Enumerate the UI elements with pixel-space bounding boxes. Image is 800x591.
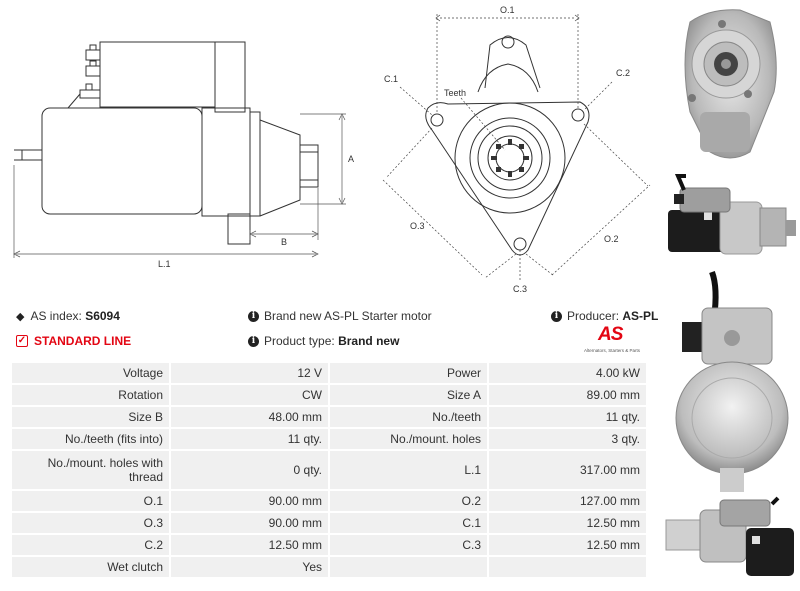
- spec-value: 11 qty.: [171, 429, 328, 449]
- info-icon: i: [551, 310, 562, 322]
- spec-value: 11 qty.: [489, 407, 646, 427]
- spec-label: C.3: [330, 535, 487, 555]
- as-index: ◆ AS index: S6094: [16, 309, 120, 323]
- spec-value: 127.00 mm: [489, 491, 646, 511]
- description: i Brand new AS-PL Starter motor: [248, 309, 432, 323]
- spec-label: No./teeth (fits into): [12, 429, 169, 449]
- label-o2: O.2: [604, 234, 619, 244]
- label-c3: C.3: [513, 284, 527, 294]
- spec-label: Voltage: [12, 363, 169, 383]
- producer-value: AS-PL: [622, 309, 659, 323]
- label-c2: C.2: [616, 68, 630, 78]
- spec-label: O.2: [330, 491, 487, 511]
- spec-label: C.2: [12, 535, 169, 555]
- spec-value: 4.00 kW: [489, 363, 646, 383]
- spec-label: Wet clutch: [12, 557, 169, 577]
- as-pl-logo: AS Alternators, Starters & Parts: [584, 324, 650, 356]
- tag-icon: ◆: [16, 310, 25, 323]
- product-photo-rear: [672, 268, 798, 500]
- info-icon: i: [248, 310, 259, 322]
- as-index-label: AS index:: [30, 309, 82, 323]
- spec-value: 90.00 mm: [171, 491, 328, 511]
- spec-label: L.1: [330, 451, 487, 489]
- logo-tagline: Alternators, Starters & Parts: [584, 348, 641, 353]
- standard-line: ✓ STANDARD LINE: [16, 334, 131, 348]
- product-photo-front: [670, 2, 796, 167]
- spec-value: [489, 557, 646, 577]
- spec-label: O.3: [12, 513, 169, 533]
- product-photo-side: [660, 172, 800, 262]
- producer: i Producer: AS-PL: [551, 309, 658, 323]
- checkbox-checked-icon: ✓: [16, 335, 28, 347]
- product-type: i Product type: Brand new: [248, 334, 399, 348]
- label-o3: O.3: [410, 221, 425, 231]
- standard-line-label: STANDARD LINE: [34, 334, 132, 348]
- label-a: A: [348, 154, 354, 164]
- label-l1: L.1: [158, 259, 171, 269]
- spec-value: CW: [171, 385, 328, 405]
- spec-label: No./mount. holes: [330, 429, 487, 449]
- spec-value: 90.00 mm: [171, 513, 328, 533]
- description-text: Brand new AS-PL Starter motor: [264, 309, 432, 323]
- spec-value: 0 qty.: [171, 451, 328, 489]
- label-o1: O.1: [500, 5, 515, 15]
- producer-label: Producer:: [567, 309, 620, 323]
- spec-value: 89.00 mm: [489, 385, 646, 405]
- spec-label: O.1: [12, 491, 169, 511]
- spec-value: 3 qty.: [489, 429, 646, 449]
- label-b: B: [281, 237, 287, 247]
- product-type-value: Brand new: [338, 334, 400, 348]
- spec-label: No./mount. holes with thread: [12, 451, 169, 489]
- product-type-label: Product type:: [264, 334, 335, 348]
- side-view-drawing: A B L.1: [13, 41, 354, 269]
- spec-label: Size A: [330, 385, 487, 405]
- spec-label: C.1: [330, 513, 487, 533]
- spec-value: 12.50 mm: [171, 535, 328, 555]
- spec-label: Rotation: [12, 385, 169, 405]
- spec-value: Yes: [171, 557, 328, 577]
- front-view-drawing: O.1 C.1 C.2 Teeth O.3 O.2 C.3: [382, 5, 651, 294]
- spec-value: 48.00 mm: [171, 407, 328, 427]
- spec-label: Power: [330, 363, 487, 383]
- spec-label: Size B: [12, 407, 169, 427]
- table-row: No./teeth (fits into)11 qty.No./mount. h…: [12, 429, 646, 449]
- label-teeth: Teeth: [444, 88, 466, 98]
- spec-value: 12 V: [171, 363, 328, 383]
- info-icon: i: [248, 335, 259, 347]
- product-photo-side-2: [660, 496, 800, 586]
- label-c1: C.1: [384, 74, 398, 84]
- as-index-value: S6094: [85, 309, 120, 323]
- spec-value: 12.50 mm: [489, 535, 646, 555]
- spec-label: No./teeth: [330, 407, 487, 427]
- logo-mark: AS: [598, 324, 623, 345]
- spec-value: 317.00 mm: [489, 451, 646, 489]
- spec-value: 12.50 mm: [489, 513, 646, 533]
- spec-label: [330, 557, 487, 577]
